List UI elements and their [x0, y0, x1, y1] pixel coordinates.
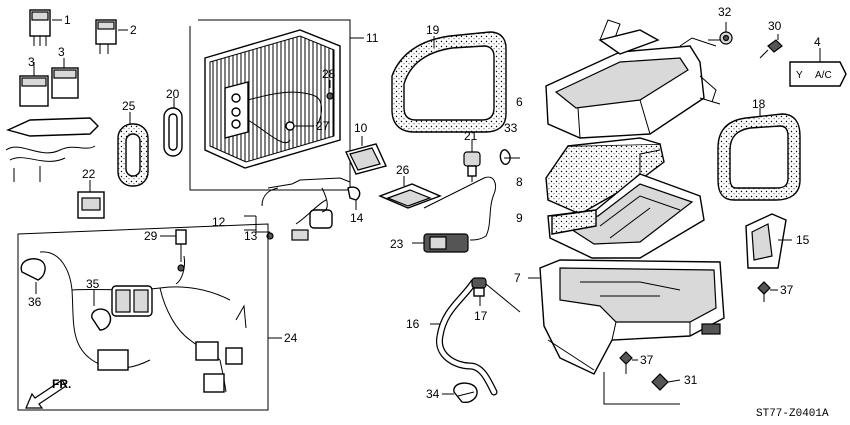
label-4-text: A/C	[815, 70, 832, 81]
callout-8: 8	[516, 175, 523, 189]
harness-group-frame	[17, 223, 282, 411]
clamp-36	[20, 258, 46, 281]
callout-36: 36	[28, 295, 42, 309]
callout-17: 17	[474, 309, 488, 323]
o-ring-20	[163, 107, 183, 157]
front-direction-label: FR.	[52, 377, 71, 391]
callout-2: 2	[130, 23, 137, 37]
clip-10	[345, 143, 387, 175]
callout-37-b: 37	[780, 283, 794, 297]
drawing-code: ST77-Z0401A	[756, 408, 829, 420]
callout-35: 35	[86, 277, 100, 291]
wire-harness	[39, 251, 247, 393]
label-4: A/C Y	[789, 61, 847, 87]
seal-18	[717, 113, 801, 201]
callout-10: 10	[354, 121, 368, 135]
callout-30: 30	[768, 19, 782, 33]
screw-30	[759, 39, 783, 59]
callout-27: 27	[316, 119, 330, 133]
callout-37-a: 37	[640, 353, 654, 367]
callout-12: 12	[212, 215, 226, 229]
grommet-29	[175, 229, 187, 272]
evaporator-core	[204, 29, 341, 169]
front-direction-arrow	[25, 379, 67, 409]
clip-33	[499, 149, 520, 165]
callout-15: 15	[796, 233, 810, 247]
upper-case-6	[545, 19, 717, 139]
callout-21: 21	[464, 129, 478, 143]
screw-37-right	[757, 281, 771, 302]
holder-14	[347, 186, 361, 201]
callout-14: 14	[350, 211, 364, 225]
seal-9-foam	[551, 209, 597, 235]
callout-28: 28	[322, 67, 336, 81]
callout-3-a: 3	[28, 55, 35, 69]
relay-bracket	[5, 117, 99, 182]
svg-text:Y: Y	[796, 70, 803, 81]
callout-25: 25	[122, 99, 136, 113]
sensor-23	[423, 176, 497, 253]
callout-22: 22	[82, 167, 96, 181]
screw-37-bottom	[619, 351, 633, 374]
callout-4: 4	[814, 35, 821, 49]
connector-22	[77, 191, 105, 219]
lower-case-9	[547, 173, 705, 259]
callout-11: 11	[366, 31, 379, 45]
callout-34: 34	[426, 387, 440, 401]
clip-35	[91, 308, 112, 331]
grommet-17	[471, 277, 487, 297]
bracket-15	[745, 213, 787, 269]
relay-3-left	[19, 75, 49, 107]
callout-1: 1	[64, 13, 71, 27]
expansion-valve-27	[285, 121, 314, 131]
callout-7: 7	[514, 271, 521, 285]
cap-28	[326, 80, 334, 100]
callout-labels: 1 2 3 3 4 6 7 8 9 10 11 12 13 14 15 16 1…	[28, 5, 821, 401]
callout-6: 6	[516, 95, 523, 109]
grommet-32	[719, 31, 733, 45]
bracket-6-arm	[679, 37, 721, 105]
callout-33: 33	[504, 121, 518, 135]
callout-29: 29	[144, 229, 158, 243]
relay-2	[95, 19, 117, 54]
sensor-21	[463, 151, 481, 182]
callout-13: 13	[244, 229, 258, 243]
clamp-34	[453, 382, 478, 403]
connector-26	[378, 183, 442, 209]
callout-26: 26	[396, 163, 410, 177]
callout-3-b: 3	[58, 45, 65, 59]
drain-hose-16	[436, 278, 498, 396]
seal-25	[117, 123, 149, 187]
callout-20: 20	[166, 87, 180, 101]
relay-1	[29, 9, 51, 46]
callout-23: 23	[390, 237, 404, 251]
callout-24: 24	[284, 331, 298, 345]
callout-16: 16	[406, 317, 420, 331]
seal-19	[391, 31, 507, 133]
thermostat-switch-12	[261, 177, 351, 241]
bolt-31	[651, 373, 681, 391]
callout-18: 18	[752, 97, 766, 111]
callout-31: 31	[684, 373, 698, 387]
heater-case-7	[539, 259, 725, 375]
callout-32: 32	[718, 5, 732, 19]
seal-8	[545, 137, 665, 215]
callout-9: 9	[516, 211, 523, 225]
callout-19: 19	[426, 23, 440, 37]
relay-3-right	[51, 67, 79, 99]
